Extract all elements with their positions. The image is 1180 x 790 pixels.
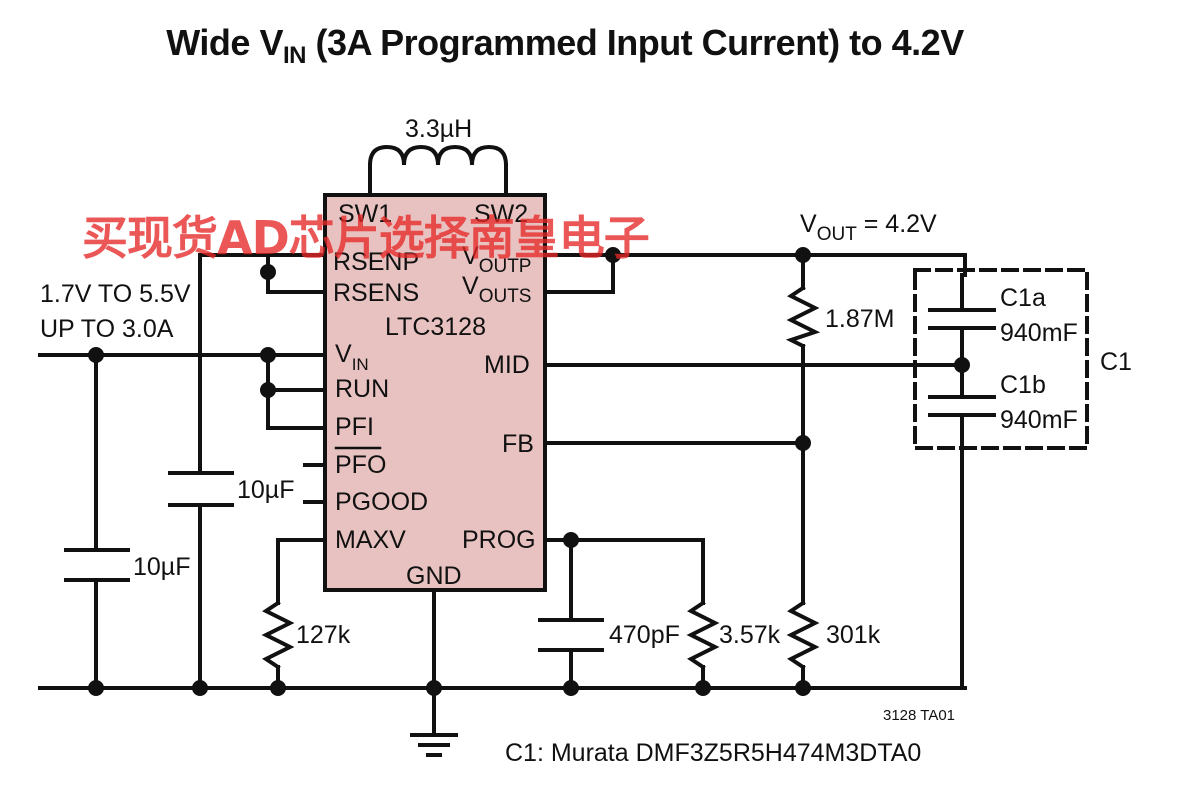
c1a-capacitor (928, 308, 996, 330)
input-voltage-label: 1.7V TO 5.5V (40, 280, 191, 308)
c-prog (538, 618, 604, 652)
c1-part-note: C1: Murata DMF3Z5R5H474M3DTA0 (505, 739, 921, 767)
junction-dots (88, 247, 970, 696)
cin1-capacitor (64, 548, 130, 582)
r-bot-label: 301k (826, 621, 881, 649)
r-prog (686, 600, 720, 670)
inductor (367, 144, 509, 197)
pin-prog: PROG (462, 526, 536, 554)
pin-mid: MID (484, 351, 530, 379)
pin-pgood: PGOOD (335, 488, 428, 516)
pin-maxv: MAXV (335, 526, 406, 554)
ic-name: LTC3128 (385, 313, 486, 341)
pin-vouts: VOUTS (462, 272, 531, 307)
pin-run: RUN (335, 375, 389, 403)
r-maxv-label: 127k (296, 621, 351, 649)
cin1-label: 10µF (133, 553, 190, 581)
ic-body (323, 193, 547, 592)
diagram-title: Wide VIN (3A Programmed Input Current) t… (166, 22, 964, 70)
pin-voutp: VOUTP (462, 242, 531, 277)
pin-rsens: RSENS (333, 279, 419, 307)
c-prog-label: 470pF (609, 621, 680, 649)
r-top-label: 1.87M (825, 305, 894, 333)
c1a-value: 940mF (1000, 319, 1078, 347)
ground-symbol (410, 588, 458, 757)
pin-rsenp: RSENP (333, 248, 419, 276)
watermark-text: 买现货AD芯片选择南皇电子 (82, 211, 650, 265)
c1b-name: C1b (1000, 371, 1046, 399)
pin-pfo: PFO (335, 451, 386, 479)
input-current-label: UP TO 3.0A (40, 315, 174, 343)
r-top (785, 285, 821, 349)
cin2-capacitor (168, 471, 234, 507)
pin-fb: FB (502, 430, 534, 458)
c1b-value: 940mF (1000, 406, 1078, 434)
cin2-label: 10µF (237, 476, 294, 504)
rsenp-wire (198, 253, 327, 475)
pin-gnd: GND (406, 562, 462, 590)
rsens-wire (266, 270, 327, 294)
figure-id: 3128 TA01 (883, 707, 955, 724)
r-prog-label: 3.57k (719, 621, 781, 649)
r-maxv (261, 600, 295, 670)
pin-pfi: PFI (335, 413, 374, 441)
r-bot (786, 600, 820, 670)
c1a-name: C1a (1000, 284, 1046, 312)
pin-sw2: SW2 (474, 200, 528, 228)
c1-label: C1 (1100, 348, 1132, 376)
pin-vin: VIN (335, 340, 369, 374)
pin-sw1: SW1 (338, 200, 392, 228)
inductor-label: 3.3µH (405, 115, 472, 143)
c1-dashed-box (913, 268, 1089, 450)
vout-label: VOUT = 4.2V (800, 210, 937, 245)
c1b-capacitor (928, 395, 996, 417)
